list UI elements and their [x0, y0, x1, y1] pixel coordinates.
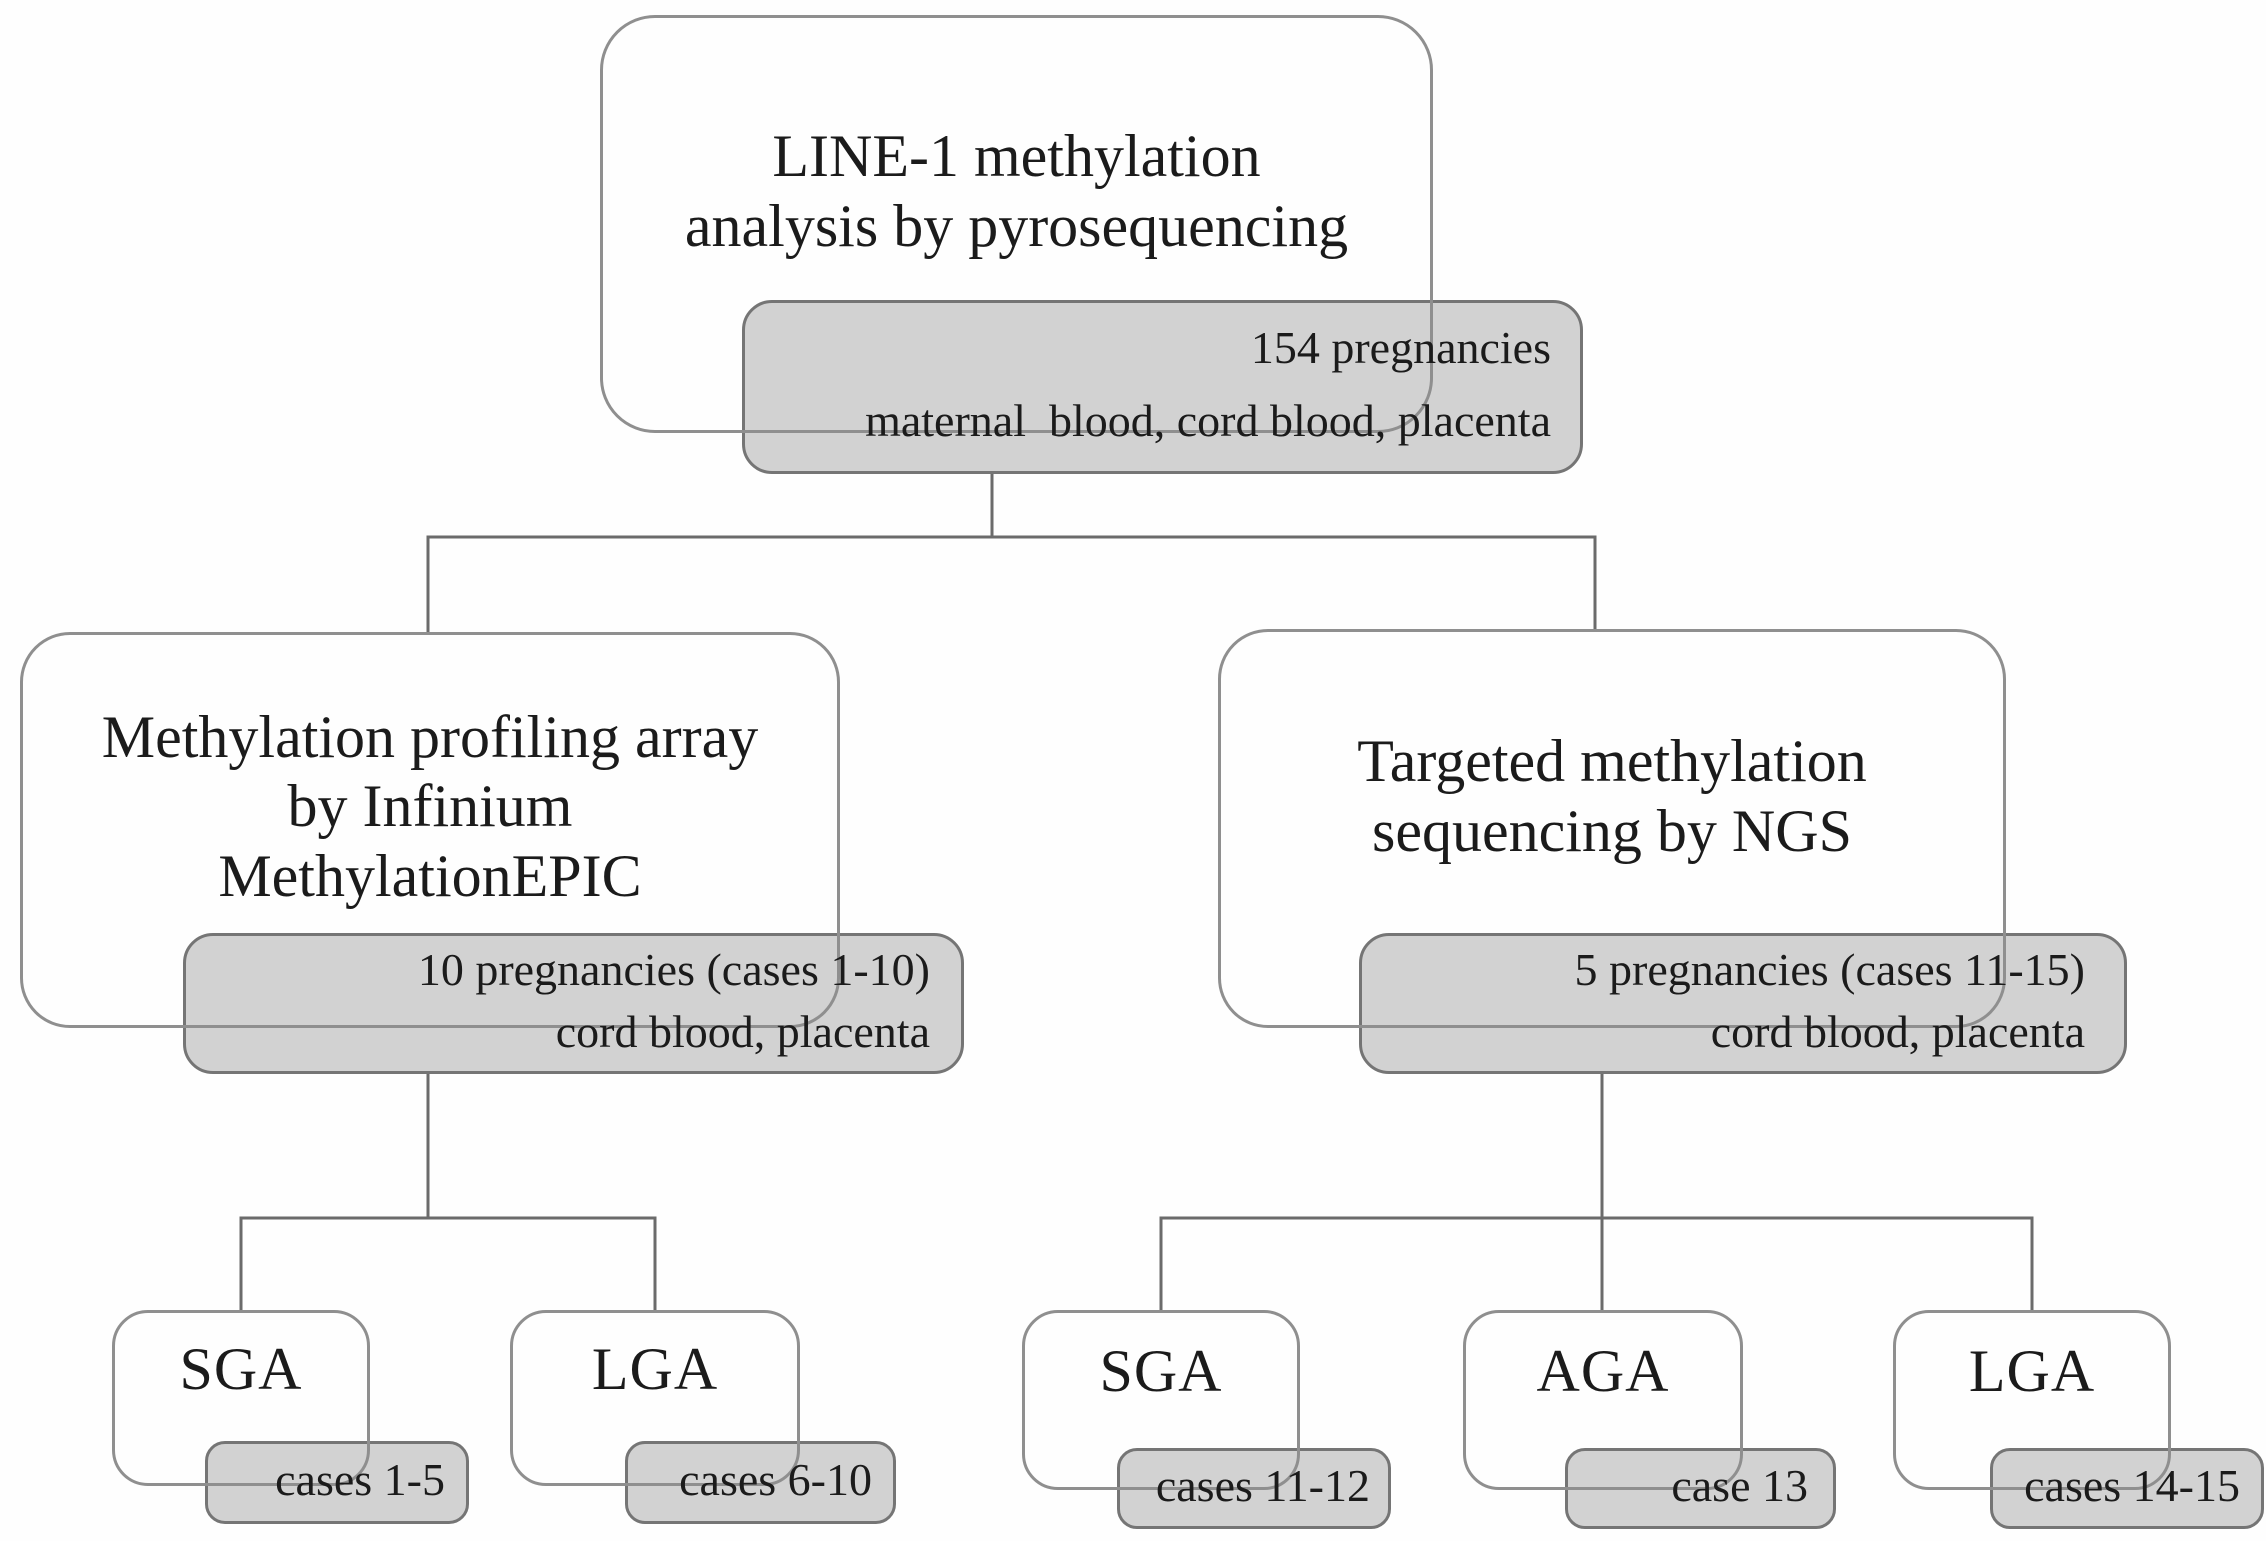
- left-lga-cases-text: cases 6-10: [625, 1441, 890, 1518]
- root-sample-box: [742, 300, 1583, 474]
- connector-top-shelf: [426, 535, 1597, 633]
- root-sample-tissues: maternal blood, cord blood, placenta: [865, 395, 1551, 447]
- connector-left-shelf: [239, 1216, 657, 1312]
- left-sga-cases: cases 1-5: [275, 1454, 445, 1505]
- right-lga-cases: cases 14-15: [2024, 1460, 2240, 1511]
- left-sga-label: SGA: [179, 1336, 303, 1403]
- right-sga-label: SGA: [1099, 1338, 1223, 1405]
- left-branch-sample-box: [183, 933, 964, 1074]
- right-aga-group-box: AGA: [1463, 1310, 1743, 1490]
- left-branch-sample-tissues: cord blood, placenta: [555, 1006, 930, 1058]
- root-sample-text: 154 pregnancies maternal blood, cord blo…: [742, 300, 1577, 468]
- right-branch-title: Targeted methylation sequencing by NGS: [1357, 727, 1867, 864]
- right-branch-process-box: Targeted methylation sequencing by NGS: [1218, 629, 2006, 1028]
- root-process-title: LINE-1 methylation analysis by pyroseque…: [684, 123, 1349, 259]
- right-aga-cases: case 13: [1671, 1460, 1808, 1511]
- right-lga-cases-text: cases 14-15: [1990, 1448, 2258, 1523]
- right-sga-group-box: SGA: [1022, 1310, 1300, 1490]
- left-branch-sample-count: 10 pregnancies (cases 1-10): [417, 943, 930, 995]
- right-lga-group-box: LGA: [1893, 1310, 2171, 1490]
- left-lga-cases: cases 6-10: [679, 1454, 872, 1505]
- right-branch-sample-text: 5 pregnancies (cases 11-15) cord blood, …: [1359, 933, 2121, 1068]
- root-process-box: LINE-1 methylation analysis by pyroseque…: [600, 15, 1433, 433]
- left-lga-cases-box: [625, 1441, 896, 1524]
- right-branch-sample-count: 5 pregnancies (cases 11-15): [1574, 943, 2085, 995]
- connector-right-shelf: [1159, 1216, 2034, 1312]
- left-lga-label: LGA: [591, 1336, 719, 1403]
- right-lga-label: LGA: [1968, 1338, 2096, 1405]
- right-branch-sample-tissues: cord blood, placenta: [1710, 1006, 2085, 1058]
- root-sample-count: 154 pregnancies: [1250, 321, 1551, 373]
- left-lga-group-box: LGA: [510, 1310, 800, 1486]
- left-sga-group-box: SGA: [112, 1310, 370, 1486]
- left-branch-title: Methylation profiling array by Infinium …: [101, 703, 759, 909]
- right-sga-cases: cases 11-12: [1155, 1460, 1370, 1511]
- right-aga-cases-text: case 13: [1565, 1448, 1830, 1523]
- right-aga-label: AGA: [1536, 1338, 1670, 1405]
- left-branch-process-box: Methylation profiling array by Infinium …: [20, 632, 840, 1028]
- left-branch-sample-text: 10 pregnancies (cases 1-10) cord blood, …: [183, 933, 958, 1068]
- right-sga-cases-text: cases 11-12: [1117, 1448, 1385, 1523]
- left-sga-cases-text: cases 1-5: [205, 1441, 463, 1518]
